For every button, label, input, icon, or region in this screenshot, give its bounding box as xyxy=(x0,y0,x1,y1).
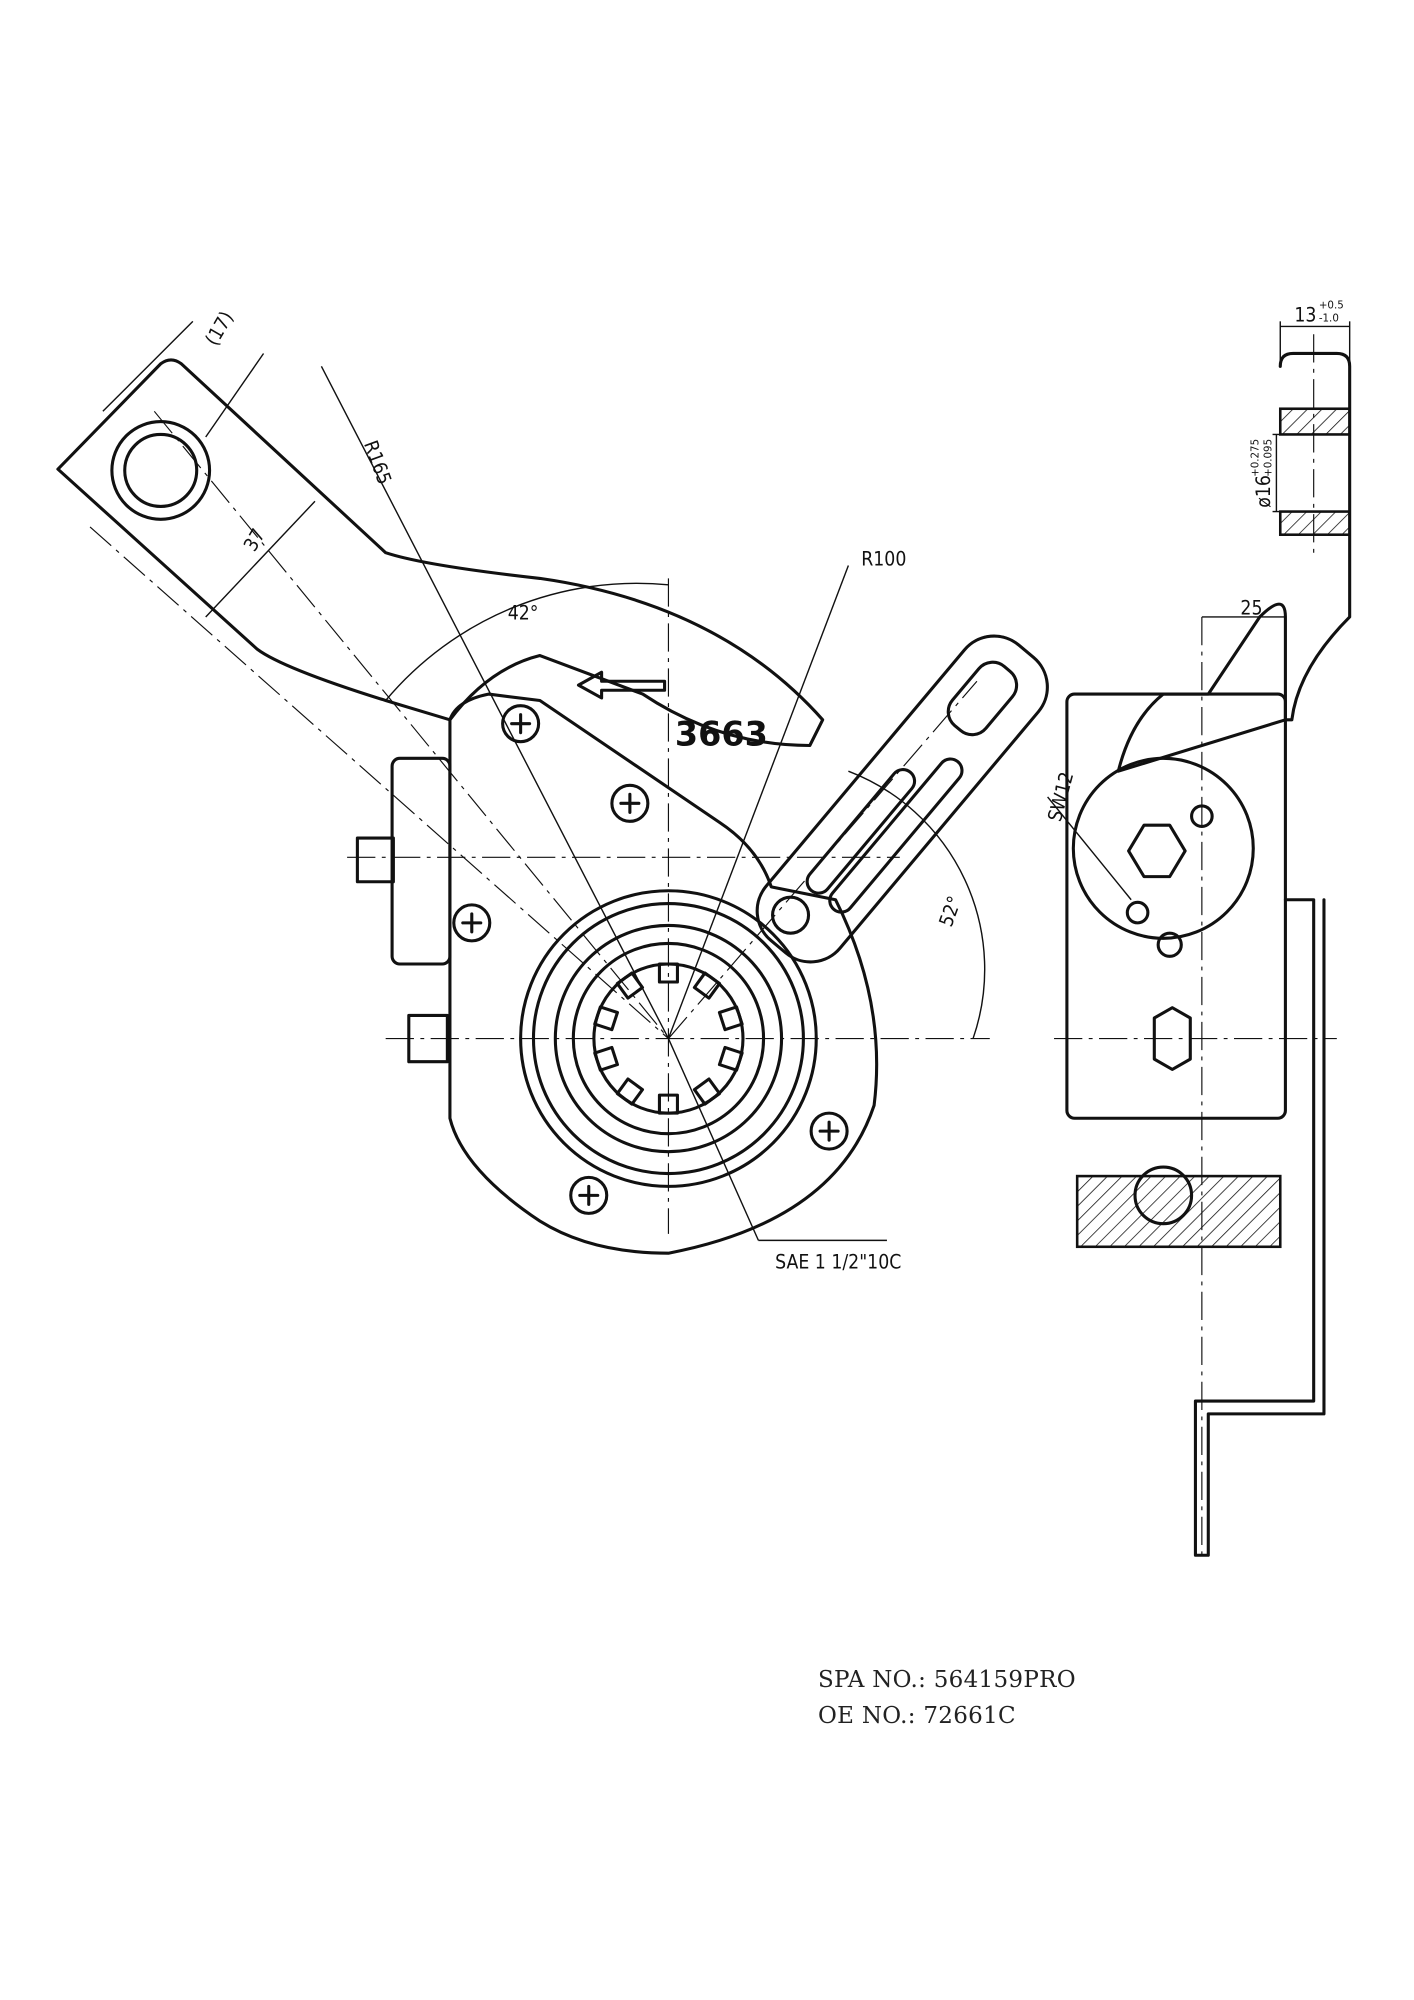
side-view: 25 13 +0.5 -1.0 ø16 +0.275 +0.095 SW12 xyxy=(1043,299,1352,1557)
spline-spec: SAE 1 1/2"10C xyxy=(775,1251,901,1274)
hex-nut xyxy=(1127,823,1187,879)
part-marking: 3663 xyxy=(675,715,768,754)
dim-r165: R165 xyxy=(359,437,396,487)
spline-tooth xyxy=(717,1005,744,1032)
clevis-bushing xyxy=(110,420,212,521)
worm-housing xyxy=(390,756,452,966)
spline-tooth xyxy=(692,1077,722,1106)
rotation-arrow-icon xyxy=(576,670,667,700)
oe-number: OE NO.: 72661C xyxy=(818,1703,1016,1729)
spline-tooth xyxy=(657,962,679,984)
front-view: 3663 R100 R165 37 (17) 42° 52° SAE 1 1/2… xyxy=(56,307,1049,1274)
svg-text:+0.5: +0.5 xyxy=(1319,299,1344,311)
svg-text:+0.095: +0.095 xyxy=(1262,439,1274,477)
spline-tooth xyxy=(717,1045,744,1072)
spline-tooth xyxy=(593,1005,619,1032)
hub-outer xyxy=(519,889,818,1188)
spline-tooth xyxy=(615,971,645,1000)
dim-sw12: SW12 xyxy=(1043,769,1078,823)
spline-tooth xyxy=(593,1045,619,1072)
worm-end-cap xyxy=(1071,756,1255,940)
spline-tooth xyxy=(615,1077,645,1106)
slotted-link xyxy=(755,634,1049,964)
adjuster-hex xyxy=(355,836,395,884)
screw-icon xyxy=(610,783,650,823)
dim-42-deg: 42° xyxy=(508,602,539,625)
screw-icon xyxy=(501,704,541,744)
dim-r100: R100 xyxy=(861,548,906,571)
dim-52-deg: 52° xyxy=(934,893,966,930)
grease-nipple xyxy=(407,1013,449,1064)
section-hatch xyxy=(1075,1174,1282,1249)
adjuster-arm xyxy=(56,358,825,748)
svg-text:+0.275: +0.275 xyxy=(1249,439,1261,477)
screw-icon xyxy=(809,1111,849,1151)
spline-tooth xyxy=(692,971,722,1000)
spline-tooth xyxy=(657,1093,679,1115)
dim-17: (17) xyxy=(200,307,238,349)
spa-number: SPA NO.: 564159PRO xyxy=(818,1667,1076,1693)
dim-13: 13 xyxy=(1294,303,1316,326)
dim-bore: ø16 xyxy=(1252,475,1275,508)
screw-icon xyxy=(452,903,492,943)
side-arm xyxy=(1116,351,1352,773)
dim-25: 25 xyxy=(1240,596,1262,619)
screw-icon xyxy=(569,1175,609,1215)
adjuster-body xyxy=(448,692,879,1255)
dim-37: 37 xyxy=(239,525,270,556)
svg-text:-1.0: -1.0 xyxy=(1319,312,1339,324)
